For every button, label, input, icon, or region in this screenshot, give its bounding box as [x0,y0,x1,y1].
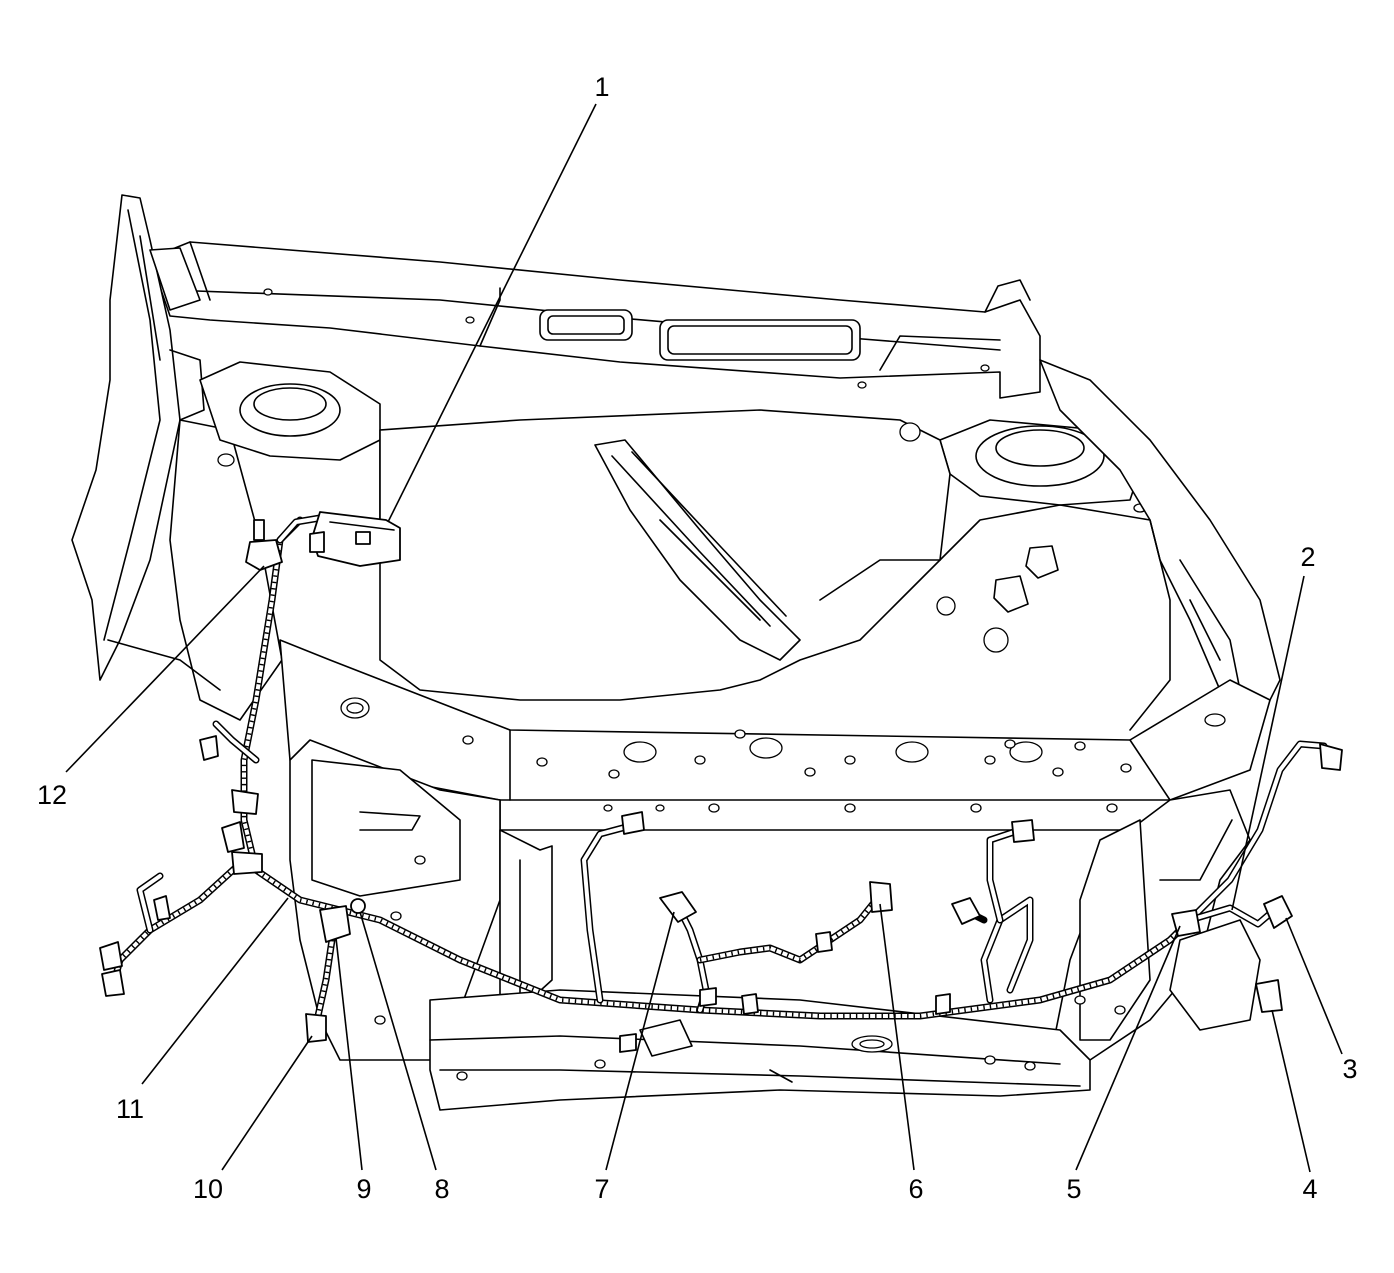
leader-6 [879,903,915,1171]
right-radiator-support-side [1049,789,1261,1061]
right-strut-tower [939,419,1147,513]
leader-5 [1075,925,1181,1171]
connector-7 [659,891,697,923]
connector-9 [319,905,351,943]
leader-11 [141,897,289,1085]
leader-12 [65,565,265,773]
leader-lines [65,103,1343,1173]
component-1-module [309,511,401,567]
leader-2 [1231,575,1305,911]
callout-7: 7 [594,1174,609,1204]
lower-bumper-beam [429,989,1091,1111]
connector-10 [305,1013,327,1043]
left-fender-structure [71,194,283,721]
radiator-upper-tie-bar [279,639,1271,831]
callout-2: 2 [1300,542,1315,572]
connector-6 [869,881,893,913]
connector-12 [245,539,283,571]
right-fender-structure [1039,359,1281,725]
leader-1 [387,103,597,523]
callout-11: 11 [116,1094,144,1124]
leader-3 [1285,917,1343,1055]
connector-4 [1255,979,1283,1013]
leader-7 [605,911,675,1171]
callout-4: 4 [1302,1174,1317,1204]
component-8 [350,898,366,914]
leader-8 [359,911,437,1171]
wiring-harness [108,514,1328,1020]
connector-5 [1171,909,1201,937]
callout-6: 6 [908,1174,923,1204]
callout-5: 5 [1066,1174,1081,1204]
callout-12: 12 [37,780,67,810]
callout-8: 8 [434,1174,449,1204]
cowl-panel [149,241,1041,399]
leader-4 [1271,1009,1311,1173]
connector-3 [1263,895,1293,929]
callout-1: 1 [594,72,609,102]
leader-10 [221,1035,313,1171]
callout-10: 10 [193,1174,223,1204]
left-radiator-support-side [289,739,553,1061]
callout-labels: 1 2 3 4 5 6 7 8 9 10 11 12 [37,72,1358,1204]
leader-9 [335,937,363,1171]
callout-9: 9 [356,1174,371,1204]
left-strut-tower [199,361,381,541]
callout-3: 3 [1342,1054,1357,1084]
connectors [99,511,1343,1053]
center-support-rail [594,439,801,661]
